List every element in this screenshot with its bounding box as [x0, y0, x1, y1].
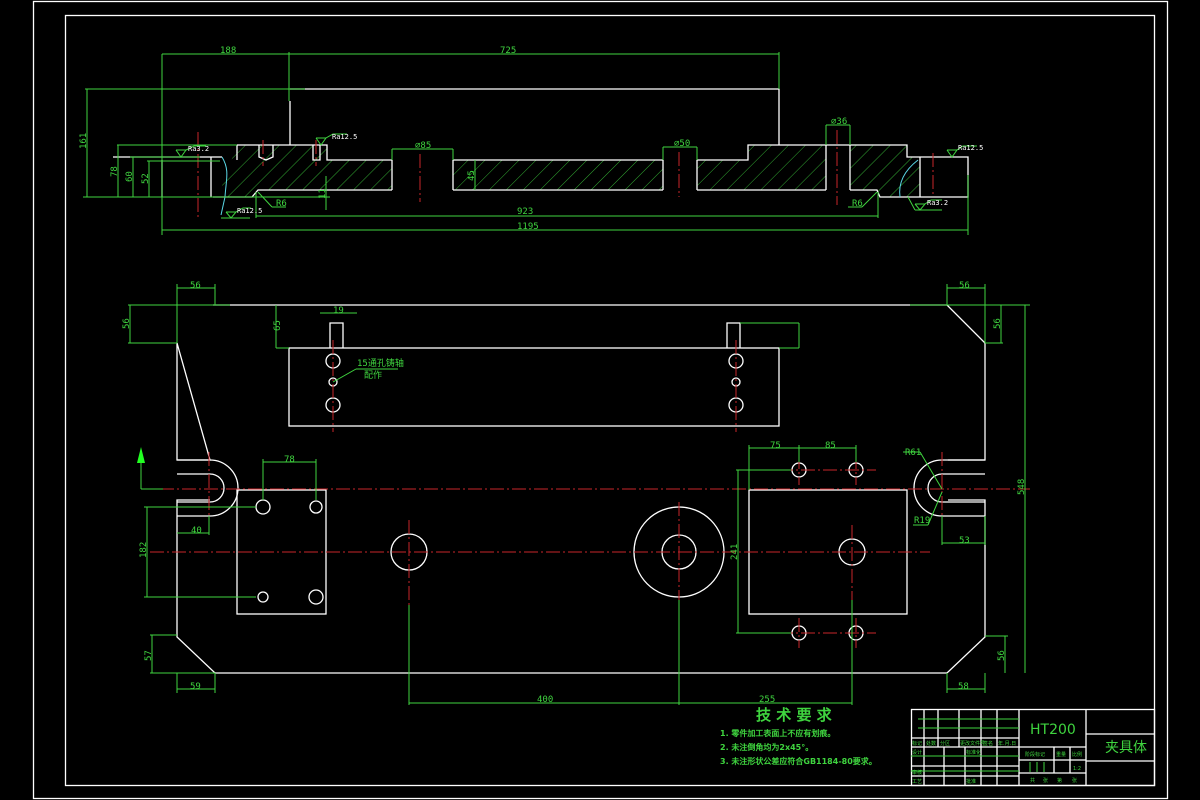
- dim-59: 59: [190, 682, 201, 692]
- tb-header: 处数: [926, 740, 936, 747]
- dim-57: 57: [144, 650, 154, 661]
- tech-item: 2. 未注倒角均为2x45°。: [720, 742, 813, 752]
- tb-sheet: 共: [1030, 777, 1035, 784]
- dim-78: 78: [110, 166, 120, 177]
- dim-923: 923: [517, 207, 533, 217]
- tb-scale-value: 1:2: [1073, 766, 1081, 772]
- roughness-label: Ra12.5: [332, 133, 357, 141]
- tech-requirements: 技 术 要 求 1. 零件加工表面上不应有划痕。 2. 未注倒角均为2x45°。…: [720, 706, 877, 766]
- outer-border: [32, 0, 1169, 800]
- section-view: Ra3.2 Ra12.5 Ra12.5 Ra12.5 Ra3.2 188 725…: [79, 46, 983, 235]
- dim-58: 58: [958, 682, 969, 692]
- dim-53: 53: [959, 536, 970, 546]
- dim-56: 56: [959, 281, 970, 291]
- dim-r61: R61: [905, 448, 921, 458]
- dim-19: 19: [333, 306, 344, 316]
- dim-400: 400: [537, 695, 553, 705]
- tb-header: 签名: [983, 740, 993, 747]
- dim-52: 52: [141, 173, 151, 184]
- dim-56: 56: [122, 318, 132, 329]
- dim-56: 56: [997, 650, 1007, 661]
- tb-weight: 重量: [1056, 751, 1066, 758]
- dim-r6-right: R6: [852, 199, 863, 209]
- dim-hole-50: ⌀50: [674, 139, 690, 149]
- dim-78: 78: [284, 455, 295, 465]
- dim-hole-36: ⌀36: [831, 117, 847, 127]
- tech-title: 技 术 要 求: [756, 706, 833, 724]
- roughness-label: Ra3.2: [188, 145, 209, 153]
- dim-hole-85: ⌀85: [415, 141, 431, 151]
- tb-header: 年.月.日: [998, 740, 1016, 747]
- dim-1195: 1195: [517, 222, 539, 232]
- break-line-left: [220, 156, 228, 216]
- tb-row: 审核: [912, 769, 922, 776]
- roughness-label: Ra12.5: [958, 144, 983, 152]
- dim-548: 548: [1017, 479, 1027, 495]
- dim-182: 182: [139, 542, 149, 558]
- dim-60: 60: [125, 171, 135, 182]
- tech-item: 1. 零件加工表面上不应有划痕。: [720, 728, 835, 738]
- break-line-right: [899, 159, 919, 198]
- dim-11: 11: [318, 188, 328, 199]
- inner-frame: [64, 14, 1156, 787]
- dim-75: 75: [770, 441, 781, 451]
- dim-85: 85: [825, 441, 836, 451]
- dim-45: 45: [467, 170, 477, 181]
- part-name: 夹具体: [1105, 740, 1147, 756]
- tb-header: 标记: [912, 740, 922, 747]
- dim-161: 161: [79, 133, 89, 149]
- section-hatch: [218, 145, 920, 197]
- tb-scale: 比例: [1072, 751, 1082, 758]
- dim-40: 40: [191, 526, 202, 536]
- dim-56: 56: [190, 281, 201, 291]
- dim-241: 241: [730, 544, 740, 560]
- tb-sheet: 张: [1072, 777, 1077, 784]
- tech-item: 3. 未注形状公差应符合GB1184-80要求。: [720, 756, 877, 766]
- tb-sheet: 张: [1043, 777, 1048, 784]
- note-hole-2: 配作: [364, 369, 382, 381]
- dim-65: 65: [273, 320, 283, 331]
- title-block: HT200 夹具体 标记 处数 分区 更改文件号 签名 年.月.日 设计 审核 …: [910, 708, 1156, 787]
- dim-56: 56: [993, 318, 1003, 329]
- material-label: HT200: [1030, 722, 1076, 738]
- tb-stage: 阶段标记: [1025, 751, 1045, 758]
- dim-r19: R19: [914, 516, 930, 526]
- roughness-label: Ra3.2: [927, 199, 948, 207]
- note-hole: 15通孔铸轴: [357, 357, 404, 369]
- tb-sheet: 第: [1057, 777, 1062, 784]
- tb-header: 更改文件号: [960, 740, 985, 747]
- ucs-icon: [137, 447, 163, 490]
- dim-188: 188: [220, 46, 236, 56]
- dim-725: 725: [500, 46, 516, 56]
- tb-std: 标准化: [966, 749, 981, 756]
- dim-r6-left: R6: [276, 199, 287, 209]
- tb-row: 设计: [912, 749, 922, 756]
- tb-header: 分区: [940, 740, 950, 747]
- tb-row: 工艺: [912, 779, 922, 785]
- tb-approve: 批准: [966, 778, 976, 785]
- dim-255: 255: [759, 695, 775, 705]
- plan-view: 56 56 19 65 56 56 78 40 182 57 59 75 85 …: [122, 281, 1030, 705]
- roughness-label: Ra12.5: [237, 207, 262, 215]
